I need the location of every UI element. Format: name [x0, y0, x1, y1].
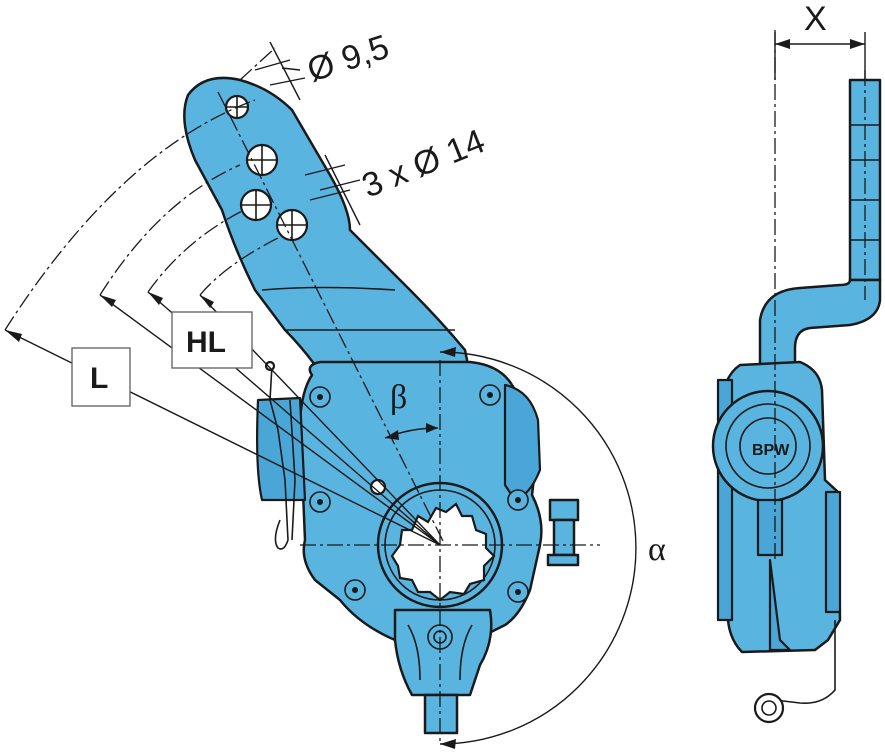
label-hl: HL: [186, 326, 226, 359]
label-x: X: [804, 0, 827, 38]
bottom-fork: [393, 608, 493, 697]
label-alpha: α: [648, 531, 666, 568]
svg-text:BPW: BPW: [752, 442, 790, 459]
label-l: L: [90, 362, 108, 395]
label-beta: β: [390, 379, 407, 416]
side-view: BPW: [711, 30, 882, 724]
label-dia-holes: 3 x Ø 14: [357, 122, 490, 205]
right-housing-detail: [503, 383, 542, 502]
grease-nipple: [546, 498, 580, 567]
housing-bolts: [309, 384, 529, 603]
bottom-pin: [423, 693, 459, 735]
hl-box: [171, 311, 253, 369]
front-view: [4, 41, 637, 749]
label-dia-small: Ø 9,5: [303, 28, 394, 90]
clip-pin: [264, 360, 296, 550]
l-box: [71, 347, 131, 407]
